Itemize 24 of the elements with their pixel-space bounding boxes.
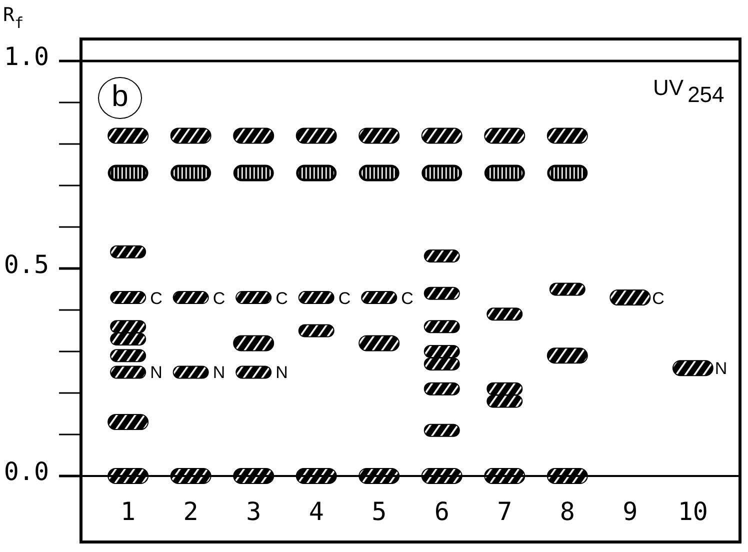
lane-number: 6 [434, 499, 450, 524]
lane-number: 1 [120, 499, 136, 524]
lane-number: 2 [183, 499, 198, 524]
lane-number: 7 [497, 499, 512, 524]
axis-tick-label: 1.0 [4, 44, 49, 69]
spot-label: C [276, 290, 288, 307]
lane-number: 4 [308, 499, 324, 524]
axis-tick-label: 0.0 [4, 459, 49, 484]
spot-label: N [714, 360, 728, 378]
lane-number: 5 [372, 499, 387, 524]
panel-label: b [98, 77, 142, 119]
spot-label: C [212, 290, 226, 307]
spot-label: C [150, 290, 162, 307]
spot-label: N [276, 364, 288, 382]
lane-number: 10 [678, 499, 708, 524]
spot-label: N [212, 364, 226, 382]
lane-number: 3 [246, 499, 262, 524]
lane-number: 9 [622, 499, 638, 524]
axis-tick-label: 0.5 [4, 252, 49, 276]
lane-number: 8 [560, 499, 575, 524]
spot-label: C [401, 290, 414, 307]
spot-label: N [150, 364, 162, 382]
spot-label: C [652, 290, 664, 307]
spot-label: C [338, 290, 351, 307]
